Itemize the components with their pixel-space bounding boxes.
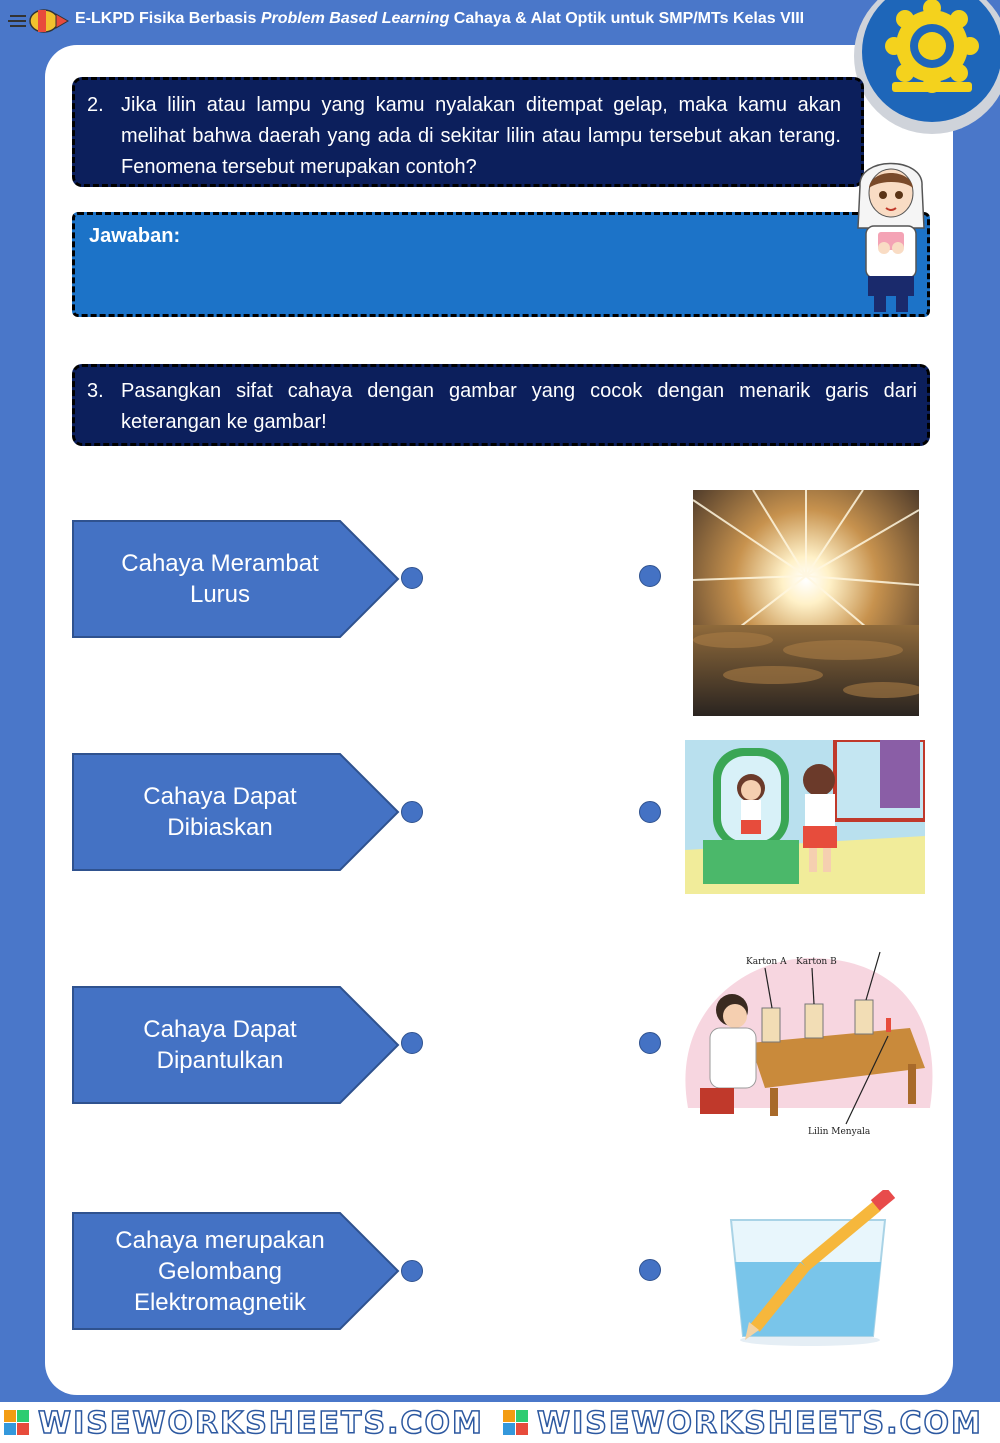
match-right-dot-4[interactable] xyxy=(639,1259,661,1281)
question-2-number: 2. xyxy=(87,94,104,116)
match-label-2-line2: Dibiaskan xyxy=(167,814,273,841)
girl-at-mirror-image xyxy=(685,740,925,894)
match-label-3-line1: Cahaya Dapat xyxy=(143,1016,297,1043)
match-label-1-line2: Lurus xyxy=(189,581,251,608)
pencil-in-glass-image xyxy=(725,1190,895,1350)
match-label-2-line1: Cahaya Dapat xyxy=(143,783,297,810)
answer-box[interactable]: Jawaban: xyxy=(72,212,930,317)
match-label-4-line1: Cahaya merupakan xyxy=(115,1226,325,1254)
footer-bar: WISEWORKSHEETS.COM WISEWORKSHEETS.COM xyxy=(0,1402,1000,1443)
match-right-dot-2[interactable] xyxy=(639,801,661,823)
wiseworksheets-logo-icon xyxy=(4,1410,30,1436)
match-left-dot-4[interactable] xyxy=(401,1260,423,1282)
arrow-shape xyxy=(72,520,400,638)
header-title: E-LKPD Fisika Berbasis Problem Based Lea… xyxy=(75,10,804,28)
header-title-italic: Problem Based Learning xyxy=(260,10,450,27)
university-seal-icon xyxy=(854,0,1000,134)
match-label-1-line1: Cahaya Merambat xyxy=(121,550,319,577)
header-title-prefix: E-LKPD Fisika Berbasis xyxy=(75,10,261,27)
question-2-box: 2. Jika lilin atau lampu yang kamu nyala… xyxy=(72,77,864,187)
match-left-dot-3[interactable] xyxy=(401,1032,423,1054)
arrow-shape xyxy=(72,986,400,1104)
header-bar: E-LKPD Fisika Berbasis Problem Based Lea… xyxy=(0,0,1000,45)
sun-over-clouds-image xyxy=(693,490,919,716)
cardboard-experiment-image: Karton A Karton B Lilin Menyala xyxy=(680,948,935,1140)
cardboard-b-label: Karton B xyxy=(796,957,837,967)
match-label-4-line2: Gelombang xyxy=(157,1257,283,1285)
wiseworksheets-logo-icon xyxy=(503,1410,529,1436)
cardboard-a-label: Karton A xyxy=(746,957,787,967)
question-3-box: 3. Pasangkan sifat cahaya dengan gambar … xyxy=(72,364,930,446)
match-right-dot-1[interactable] xyxy=(639,565,661,587)
question-3-text: Pasangkan sifat cahaya dengan gambar yan… xyxy=(121,380,917,433)
candle-label: Lilin Menyala xyxy=(808,1127,871,1137)
footer-brand-1: WISEWORKSHEETS.COM xyxy=(37,1405,484,1442)
arrow-shape xyxy=(72,753,400,871)
arrow-shape xyxy=(72,1212,400,1330)
girl-character-icon xyxy=(857,162,925,312)
match-label-4-line3: Elektromagnetik xyxy=(133,1288,307,1316)
answer-label: Jawaban: xyxy=(89,225,181,247)
match-right-dot-3[interactable] xyxy=(639,1032,661,1054)
question-3-number: 3. xyxy=(87,380,104,402)
question-2-text: Jika lilin atau lampu yang kamu nyalakan… xyxy=(121,94,841,178)
match-label-3-line2: Dipantulkan xyxy=(156,1047,284,1074)
match-left-dot-2[interactable] xyxy=(401,801,423,823)
header-title-suffix: Cahaya & Alat Optik untuk SMP/MTs Kelas … xyxy=(449,10,805,27)
match-left-dot-1[interactable] xyxy=(401,567,423,589)
footer-brand-2: WISEWORKSHEETS.COM xyxy=(536,1405,983,1442)
rocket-icon xyxy=(8,9,69,33)
